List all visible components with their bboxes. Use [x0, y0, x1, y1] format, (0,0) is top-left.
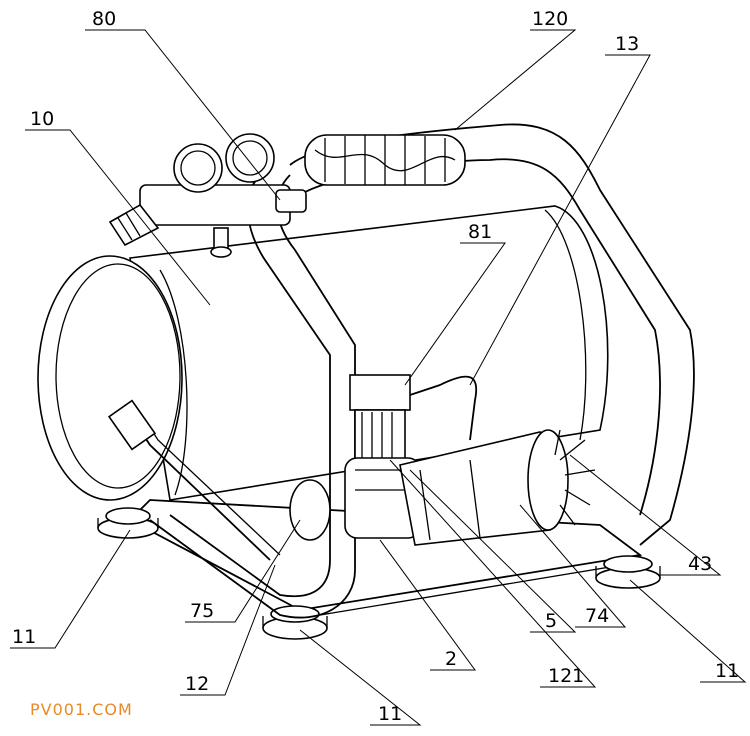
motor: [399, 429, 596, 546]
label-75: 75: [190, 600, 214, 622]
pressure-gauge-assembly: [108, 133, 307, 247]
label-13: 13: [615, 33, 639, 55]
foot-right: [595, 555, 661, 589]
label-43: 43: [688, 553, 712, 575]
label-74: 74: [585, 605, 609, 627]
power-cord: [107, 399, 281, 561]
label-2: 2: [445, 648, 457, 670]
label-80: 80: [92, 8, 116, 30]
label-5: 5: [545, 610, 557, 632]
label-120: 120: [532, 8, 568, 30]
grip-120: [304, 134, 466, 186]
label-10: 10: [30, 108, 54, 130]
label-12: 12: [185, 673, 209, 695]
label-11-right: 11: [715, 660, 739, 682]
label-121: 121: [548, 665, 584, 687]
label-81: 81: [468, 221, 492, 243]
foot-front: [262, 605, 328, 640]
label-11-left: 11: [12, 626, 36, 648]
fan-43: [554, 429, 596, 526]
watermark: PV001.COM: [30, 700, 133, 719]
leader-lines: [10, 29, 747, 726]
label-11-front: 11: [378, 703, 402, 725]
frame-handle: [149, 123, 695, 619]
pump-head: [289, 374, 478, 541]
part-labels: 80 120 13 10 81 43 11 75 74 5 11 2 12 12…: [12, 8, 739, 725]
foot-left: [97, 507, 159, 539]
